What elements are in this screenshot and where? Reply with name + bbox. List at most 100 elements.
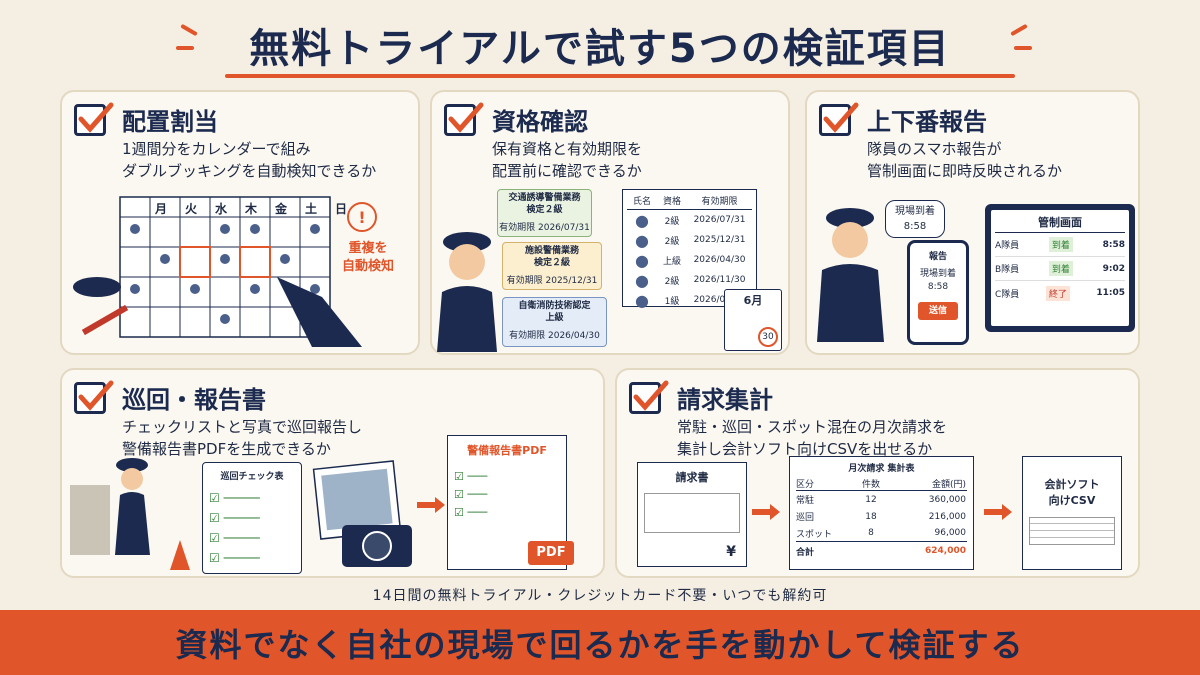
table-cell: 2026/07/31 [693, 215, 746, 225]
card-description: チェックリストと写真で巡回報告し 警備報告書PDFを生成できるか [122, 418, 363, 458]
table-cell: 8 [868, 528, 874, 538]
calendar-day-label: 月 [154, 202, 167, 216]
cert-expiry: 2025/12/31 [545, 276, 598, 286]
table-cell: 常駐 [796, 496, 815, 506]
table-cell: 上級 [662, 256, 681, 267]
checkbox-icon [819, 102, 859, 136]
total-value: 624,000 [925, 546, 966, 556]
table-cell: 2026/03/15 [693, 295, 746, 305]
checkbox-icon [74, 102, 114, 136]
table-cell: 2025/12/31 [693, 235, 746, 245]
calendar-day-label: 木 [244, 202, 257, 216]
csv-file: 会計ソフト 向けCSV [1022, 456, 1122, 570]
check-icon: ☑ ─── [454, 470, 488, 483]
card-description: 隊員のスマホ報告が 管制画面に即時反映されるか [867, 140, 1063, 180]
summary-title: 月次請求 集計表 [848, 464, 915, 474]
cert-expiry: 2026/07/31 [538, 223, 590, 233]
cert-name: 交通誘導警備業務 検定２級 [508, 193, 581, 215]
table-row: ● 2級 2026/07/31 [627, 210, 752, 230]
invoice-document: 請求書 ¥ [637, 462, 747, 567]
table-cell: 96,000 [934, 528, 967, 538]
cert-expiry-label: 有効期限 [506, 276, 543, 286]
cert-expiry-label: 有効期限 [509, 331, 546, 341]
guard-name: B隊員 [995, 265, 1020, 275]
calendar-day-label: 水 [214, 202, 227, 216]
phone-screen: 報告 現場到着 8:58 送信 [907, 240, 969, 345]
check-icon: ☑ ─── [454, 506, 488, 519]
card-title: 上下番報告 [867, 108, 987, 136]
card-shift-report: 上下番報告 隊員のスマホ報告が 管制画面に即時反映されるか 現場到着 8:58 … [805, 90, 1140, 355]
table-header: 区分 件数 金額(円) [796, 477, 967, 491]
guard-name: A隊員 [995, 241, 1020, 251]
card-description: 1週間分をカレンダーで組み ダブルブッキングを自動検知できるか [122, 140, 377, 180]
table-row: 巡回 18 216,000 [796, 508, 967, 525]
svg-text:!: ! [358, 208, 365, 227]
cert-card: 施設警備業務 検定２級 有効期限 2025/12/31 [502, 242, 602, 290]
calendar-deadline-day: 30 [758, 327, 778, 347]
status-row: A隊員 到着 8:58 [995, 233, 1125, 257]
guard-illustration [437, 232, 497, 352]
arrow-icon [417, 497, 445, 513]
calendar-day-label: 金 [274, 202, 287, 216]
table-row: スポット 8 96,000 [796, 525, 967, 542]
arrow-icon [984, 504, 1012, 520]
person-icon: ● [635, 210, 649, 230]
double-booking-alert: 重複を 自動検知 [342, 241, 395, 274]
card-billing: 請求集計 常駐・巡回・スポット混在の月次請求を 集計し会計ソフト向けCSVを出せ… [615, 368, 1140, 578]
card-title: 資格確認 [492, 108, 588, 136]
phone-body: 現場到着 8:58 [919, 269, 956, 292]
table-row: ● 2級 2025/12/31 [627, 230, 752, 250]
arrow-icon [752, 504, 780, 520]
header: 無料トライアルで試す5つの検証項目 [0, 8, 1200, 78]
calendar-header: 月 火 水 木 金 土 日 [146, 200, 356, 217]
table-header: 氏名 資格 有効期限 [627, 194, 752, 210]
billing-summary-table: 月次請求 集計表 区分 件数 金額(円) 常駐 12 360,000 巡回 18… [789, 456, 974, 570]
trial-footnote: 14日間の無料トライアル・クレジットカード不要・いつでも解約可 [372, 588, 828, 604]
cert-name: 施設警備業務 検定２級 [524, 246, 579, 268]
checklist-title: 巡回チェック表 [220, 472, 284, 482]
mini-calendar: 6月 30 [724, 289, 782, 351]
title-underline [225, 74, 1015, 78]
status-badge: 到着 [1048, 237, 1073, 252]
guard-name: C隊員 [995, 289, 1020, 300]
table-cell: 2級 [664, 216, 680, 227]
calendar-day-label: 日 [334, 202, 347, 216]
card-qualification: 資格確認 保有資格と有効期限を 配置前に確認できるか 交通誘導警備業務 検定２級… [430, 90, 790, 355]
status-time: 8:58 [1102, 239, 1125, 250]
send-button[interactable]: 送信 [918, 302, 958, 320]
table-header-cell: 区分 [796, 480, 815, 490]
person-icon: ● [635, 270, 649, 290]
cert-card: 交通誘導警備業務 検定２級 有効期限 2026/07/31 [497, 189, 592, 237]
person-icon: ● [635, 230, 649, 250]
pdf-report: 警備報告書PDF ☑ ─── ☑ ─── ☑ ─── PDF [447, 435, 574, 570]
csv-label: 会計ソフト 向けCSV [1044, 478, 1100, 507]
table-header-cell: 資格 [662, 197, 681, 207]
check-icon: ☑ ─── [454, 488, 488, 501]
card-description: 常駐・巡回・スポット混在の月次請求を 集計し会計ソフト向けCSVを出せるか [677, 418, 948, 458]
banner-text: 資料でなく自社の現場で回るかを手を動かして検証する [175, 626, 1025, 664]
table-cell: 1級 [664, 296, 680, 307]
table-header-cell: 氏名 [632, 197, 651, 207]
checkbox-icon [629, 380, 669, 414]
control-monitor: 管制画面 A隊員 到着 8:58 B隊員 到着 9:02 C隊員 終了 11:0… [985, 204, 1135, 332]
calendar-day-label: 土 [304, 202, 317, 216]
table-cell: 216,000 [928, 511, 966, 522]
cert-card: 自衛消防技術認定 上級 有効期限 2026/04/30 [502, 297, 607, 347]
table-header-cell: 有効期限 [701, 197, 738, 207]
status-badge: 到着 [1048, 261, 1073, 276]
pdf-title: 警備報告書PDF [467, 444, 547, 457]
check-icon: ☑ ───── [209, 551, 260, 565]
camera-photo-illustration [312, 460, 412, 567]
invoice-table [644, 493, 740, 533]
calendar-month: 6月 [743, 294, 763, 307]
csv-grid-icon [1029, 517, 1115, 545]
total-label: 合計 [796, 547, 815, 558]
monitor-screen: 管制画面 A隊員 到着 8:58 B隊員 到着 9:02 C隊員 終了 11:0… [991, 210, 1129, 326]
table-cell: 巡回 [796, 513, 815, 523]
card-title: 配置割当 [122, 108, 218, 136]
table-cell: 2級 [664, 276, 680, 287]
table-header-cell: 件数 [861, 480, 880, 490]
table-cell: スポット [796, 529, 833, 540]
monitor-title: 管制画面 [995, 214, 1125, 233]
phone-title: 報告 [928, 252, 947, 262]
